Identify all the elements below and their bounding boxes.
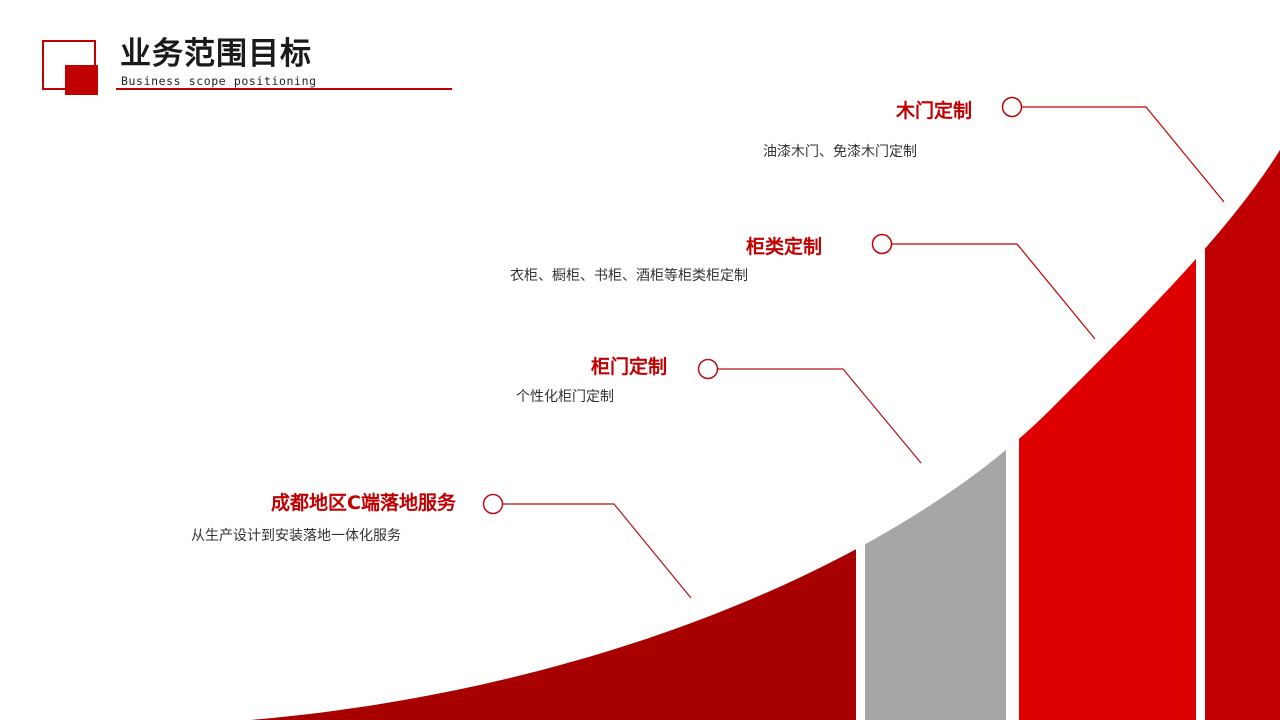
connector-item-2 xyxy=(697,358,922,464)
connector-item-4 xyxy=(1001,96,1225,203)
item-title-cabinet-door: 柜门定制 xyxy=(590,356,667,378)
connector-item-1 xyxy=(482,493,692,599)
item-desc-cabinet-door: 个性化柜门定制 xyxy=(516,389,614,405)
item-title-cabinet: 柜类定制 xyxy=(745,236,822,258)
connector-item-3 xyxy=(871,233,1096,340)
page-subtitle: Business scope positioning xyxy=(121,74,317,88)
item-desc-cabinet: 衣柜、橱柜、书柜、酒柜等柜类柜定制 xyxy=(510,268,748,284)
item-title-wooden-door: 木门定制 xyxy=(895,100,972,122)
bar-stage-4 xyxy=(1205,150,1280,720)
item-desc-chengdu-service: 从生产设计到安装落地一体化服务 xyxy=(191,528,401,544)
page-title: 业务范围目标 xyxy=(120,36,312,72)
logo-filled-square xyxy=(65,65,98,95)
item-desc-wooden-door: 油漆木门、免漆木门定制 xyxy=(763,144,917,160)
title-underline xyxy=(116,88,452,90)
bar-stage-1 xyxy=(250,150,856,720)
bar-stage-3 xyxy=(1019,150,1196,720)
item-title-chengdu-service: 成都地区C端落地服务 xyxy=(271,492,456,514)
